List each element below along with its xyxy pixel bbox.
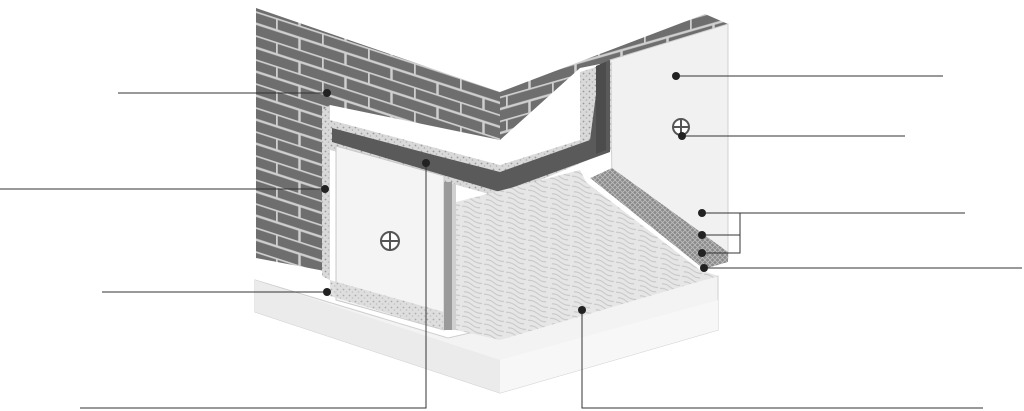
callout-line-floor (581, 310, 983, 409)
callout-line-barrier (80, 163, 427, 409)
floor-texture (456, 170, 718, 340)
callout-dots (321, 72, 708, 314)
callout-lines (0, 75, 1022, 409)
callout-line-layer-stack (702, 212, 741, 254)
brick-wall (256, 8, 728, 272)
